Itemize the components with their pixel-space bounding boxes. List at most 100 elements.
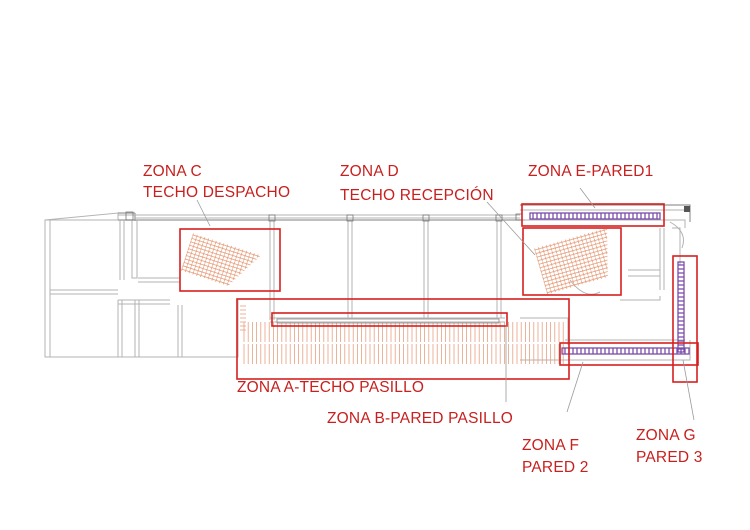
hatch-line	[567, 250, 570, 254]
zone-d-label-2: TECHO RECEPCIÓN	[340, 187, 494, 204]
hatch-line	[545, 260, 548, 264]
hatch-line	[573, 240, 576, 245]
hatch-line	[596, 276, 599, 280]
hatch-line	[222, 281, 225, 285]
hatch-line	[223, 277, 226, 282]
hatch-line	[548, 282, 550, 287]
zone-f-label-1: ZONA F	[522, 437, 579, 454]
hatch-line	[601, 263, 603, 268]
hatch-line	[561, 255, 563, 260]
hatch-line	[589, 251, 591, 256]
hatch-line	[549, 271, 551, 275]
hatch-line	[604, 262, 607, 267]
hatch-line	[543, 253, 546, 257]
hatch-line	[588, 232, 590, 237]
hatch-line	[594, 254, 596, 258]
hatch-line	[598, 241, 601, 245]
hatch-line	[193, 241, 196, 245]
hatch-line	[550, 262, 553, 267]
hatch-line	[602, 267, 604, 271]
hatch-line	[568, 238, 571, 242]
hatch-line	[566, 258, 568, 262]
hatch-line	[575, 275, 577, 279]
hatch-line	[228, 275, 231, 279]
hatch-line	[588, 278, 591, 283]
hatch-line	[592, 262, 594, 266]
hatch-line	[245, 250, 248, 254]
hatch-line	[544, 263, 608, 283]
hatch-line	[232, 250, 235, 254]
hatch-line	[207, 264, 209, 269]
hatch-line	[218, 268, 221, 272]
hatch-line	[206, 241, 208, 246]
hatch-line	[195, 249, 198, 253]
hatch-line	[604, 274, 606, 278]
hatch-line	[573, 283, 575, 287]
hatch-line	[571, 276, 573, 280]
hatch-line	[230, 245, 232, 250]
zone-f-label-2: PARED 2	[522, 459, 589, 476]
hatch-line	[603, 228, 606, 232]
hatch-line	[208, 246, 211, 250]
hatch-line	[575, 263, 578, 267]
hatch-line	[589, 267, 592, 271]
hatch-line	[587, 275, 590, 279]
hatch-line	[248, 255, 250, 259]
hatch-line	[203, 263, 206, 267]
hatch-line	[545, 287, 548, 291]
hatch-line	[187, 261, 189, 266]
hatch-line	[547, 274, 608, 294]
hatch-line	[213, 270, 216, 274]
hatch-line	[584, 280, 587, 284]
hatch-line	[587, 260, 590, 264]
hatch-line	[184, 257, 187, 261]
hatch-line	[256, 254, 259, 258]
hatch-line	[605, 266, 608, 270]
hatch-line	[592, 247, 594, 251]
hatch-line	[587, 244, 589, 248]
hatch-line	[227, 252, 230, 256]
hatch-line	[542, 261, 544, 265]
hatch-line	[221, 246, 224, 250]
hatch-line	[602, 255, 605, 259]
hatch-line	[183, 262, 236, 280]
zone-a-box	[236, 298, 570, 380]
hatch-line	[576, 236, 579, 240]
hatch-line	[209, 269, 212, 273]
hatch-line	[572, 252, 575, 256]
hatch-line	[204, 248, 206, 252]
hatch-line	[557, 272, 560, 276]
hatch-line	[242, 260, 244, 265]
hatch-line	[557, 257, 560, 261]
hatch-line	[227, 267, 230, 271]
hatch-line	[197, 269, 200, 273]
hatch-line	[577, 239, 580, 244]
hatch-line	[217, 245, 220, 249]
hatch-line	[561, 240, 563, 244]
hatch-line	[585, 252, 588, 257]
hatch-line	[600, 260, 602, 264]
hatch-line	[245, 262, 248, 266]
hatch-line	[216, 260, 219, 264]
hatch-line	[205, 256, 208, 260]
hatch-line	[238, 259, 240, 263]
hatch-line	[186, 255, 242, 274]
hatch-line	[601, 252, 604, 256]
hatch-line	[563, 247, 565, 252]
hatch-line	[220, 276, 222, 280]
hatch-line	[572, 279, 574, 284]
hatch-line	[196, 246, 199, 250]
zone-g-box	[672, 255, 698, 383]
hatch-line	[226, 244, 229, 248]
hatch-line	[237, 263, 239, 267]
hatch-line	[572, 237, 575, 241]
hatch-line	[211, 239, 213, 243]
hatch-line	[235, 255, 238, 259]
hatch-line	[586, 241, 588, 245]
hatch-line	[570, 257, 572, 261]
hatch-line	[567, 277, 570, 281]
hatch-line	[565, 254, 567, 259]
hatch-line	[562, 274, 565, 279]
hatch-line	[605, 235, 608, 239]
hatch-line	[576, 278, 578, 282]
